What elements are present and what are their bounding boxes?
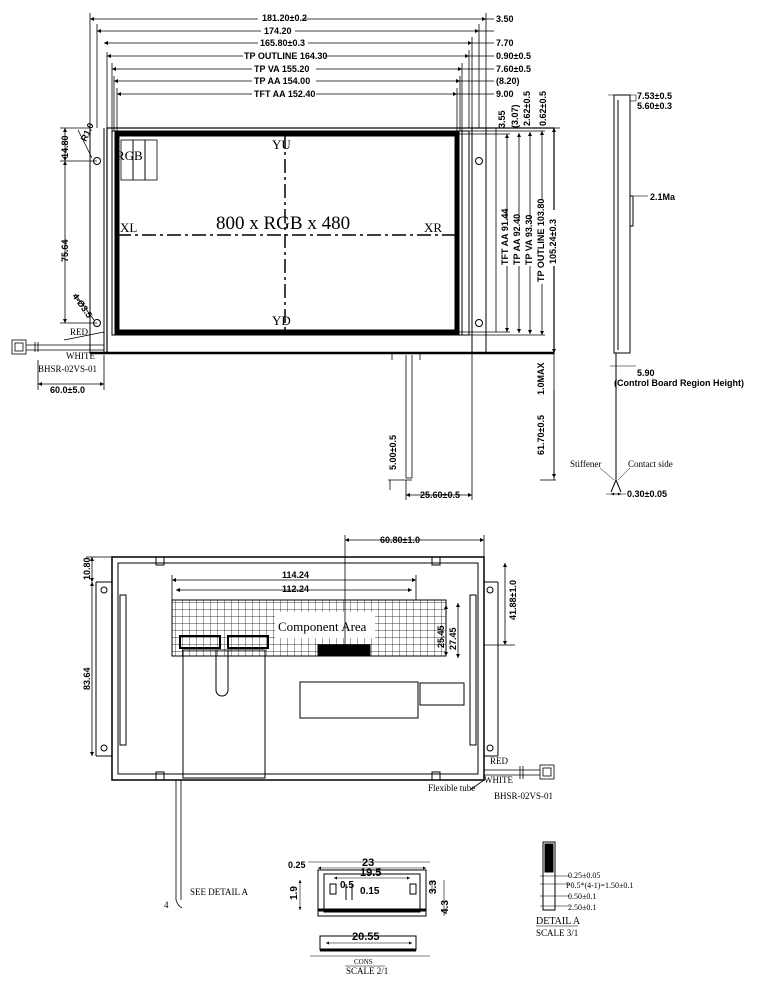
contact-side-label: Contact side bbox=[628, 459, 673, 469]
fpc-tail bbox=[388, 353, 473, 500]
see-detail-label: SEE DETAIL A bbox=[190, 887, 248, 897]
svg-text:3.55: 3.55 bbox=[497, 110, 507, 128]
front-view: RGB YU YD XL XR 800 x RGB x 480 bbox=[11, 13, 560, 500]
detail-a-dim-4: 2.50±0.1 bbox=[568, 903, 596, 912]
conn-dim-2055: 20.55 bbox=[352, 931, 380, 943]
wire-length-dim: 60.0±5.0 bbox=[50, 385, 85, 395]
back-dim-h3: 41.88±1.0 bbox=[508, 580, 518, 620]
side-view: 7.53±0.5 5.60±0.3 2.1Ma 5.90 (Control Bo… bbox=[570, 91, 744, 499]
back-dim-h2: 27.45 bbox=[448, 627, 458, 650]
svg-text:1.0MAX: 1.0MAX bbox=[536, 362, 546, 395]
svg-text:3.50: 3.50 bbox=[496, 14, 514, 24]
svg-text:TP VA 93.30: TP VA 93.30 bbox=[524, 215, 534, 265]
svg-text:75.64: 75.64 bbox=[60, 239, 70, 262]
back-view: Component Area 60.80±1.0 bbox=[82, 535, 555, 910]
detail-callout-number: 4 bbox=[164, 900, 169, 910]
back-dim-width1: 114.24 bbox=[282, 570, 309, 580]
fpc-width-dim: 25.60±0.5 bbox=[420, 490, 460, 500]
svg-text:7.60±0.5: 7.60±0.5 bbox=[496, 64, 531, 74]
back-dim-top: 10.80 bbox=[82, 557, 92, 580]
wire-harness bbox=[11, 331, 105, 390]
svg-text:7.70: 7.70 bbox=[496, 38, 514, 48]
svg-text:TFT AA 91.44: TFT AA 91.44 bbox=[500, 209, 510, 265]
svg-text:TP OUTLINE 164.30: TP OUTLINE 164.30 bbox=[244, 51, 327, 61]
side-thickness-3: 2.1Ma bbox=[650, 192, 676, 202]
conn-scale: SCALE 2/1 bbox=[346, 966, 388, 976]
side-control-height: 5.90 bbox=[637, 368, 655, 378]
top-dimension-labels: 181.20±0.2 174.20 165.80±0.3 TP OUTLINE … bbox=[243, 13, 327, 99]
conn-dim-195: 19.5 bbox=[360, 867, 381, 879]
right-top-dimension-labels: 3.50 7.70 0.90±0.5 7.60±0.5 (8.20) 9.00 bbox=[496, 14, 531, 99]
detail-a-title: DETAIL A bbox=[536, 916, 581, 927]
resolution-label: 800 x RGB x 480 bbox=[216, 213, 350, 234]
svg-text:TP AA 154.00: TP AA 154.00 bbox=[254, 76, 310, 86]
svg-text:174.20: 174.20 bbox=[264, 26, 292, 36]
svg-text:105.24±0.3: 105.24±0.3 bbox=[548, 219, 558, 264]
xr-label: XR bbox=[424, 220, 442, 235]
side-control-note: (Control Board Region Height) bbox=[614, 378, 744, 388]
svg-text:(8.20): (8.20) bbox=[496, 76, 520, 86]
back-connector-label: BHSR-02VS-01 bbox=[494, 791, 553, 801]
svg-text:14.80: 14.80 bbox=[60, 135, 70, 158]
svg-text:R1.0: R1.0 bbox=[79, 121, 96, 142]
svg-text:TP VA 155.20: TP VA 155.20 bbox=[254, 64, 309, 74]
right-vertical-dimension-labels: 3.55 (3.07) 2.62±0.5 0.62±0.5 TFT AA 91.… bbox=[388, 91, 558, 470]
conn-dim-43: 4.3 bbox=[440, 900, 451, 914]
back-dim-pitch: 83.64 bbox=[82, 667, 92, 690]
svg-text:TP AA 92.40: TP AA 92.40 bbox=[512, 214, 522, 265]
conn-title: CONS bbox=[354, 958, 373, 966]
svg-text:181.20±0.2: 181.20±0.2 bbox=[262, 13, 307, 23]
component-area-label: Component Area bbox=[278, 619, 367, 634]
svg-text:5.00±0.5: 5.00±0.5 bbox=[388, 435, 398, 470]
conn-dim-19: 1.9 bbox=[289, 886, 300, 900]
tft-active-area bbox=[114, 131, 460, 335]
module-outline bbox=[106, 127, 555, 354]
svg-text:(3.07): (3.07) bbox=[510, 104, 520, 128]
rgb-label: RGB bbox=[116, 148, 143, 163]
svg-text:165.80±0.3: 165.80±0.3 bbox=[260, 38, 305, 48]
conn-dim-015: 0.15 bbox=[360, 886, 380, 897]
svg-text:9.00: 9.00 bbox=[496, 89, 514, 99]
conn-dim-23: 23 bbox=[362, 857, 374, 869]
detail-a-scale: SCALE 3/1 bbox=[536, 928, 578, 938]
side-thickness-2: 5.60±0.3 bbox=[637, 101, 672, 111]
back-dim-offset: 60.80±1.0 bbox=[380, 535, 420, 545]
connector-detail: 0.25 23 19.5 0.5 0.15 1.9 3.3 4.3 20.55 … bbox=[288, 857, 451, 976]
back-dim-width2: 112.24 bbox=[282, 584, 309, 594]
side-thickness-1: 7.53±0.5 bbox=[637, 91, 672, 101]
svg-text:0.62±0.5: 0.62±0.5 bbox=[538, 91, 548, 126]
conn-dim-05: 0.5 bbox=[340, 880, 354, 891]
back-dim-h1: 25.45 bbox=[436, 625, 446, 648]
detail-a-dim-1: 0.25±0.05 bbox=[568, 871, 600, 880]
side-fpc-thickness: 0.30±0.05 bbox=[627, 489, 667, 499]
conn-dim-025: 0.25 bbox=[288, 860, 306, 870]
svg-text:0.90±0.5: 0.90±0.5 bbox=[496, 51, 531, 61]
detail-a-dim-3: 0.50±0.1 bbox=[568, 892, 596, 901]
detail-a-dim-2: P0.5*(4-1)=1.50±0.1 bbox=[566, 881, 633, 890]
svg-text:61.70±0.5: 61.70±0.5 bbox=[536, 415, 546, 455]
xl-label: XL bbox=[120, 220, 137, 235]
svg-text:2.62±0.5: 2.62±0.5 bbox=[522, 91, 532, 126]
flexible-tube-label: Flexible tube bbox=[428, 783, 475, 793]
right-top-dimensions bbox=[457, 18, 494, 95]
svg-text:TFT AA 152.40: TFT AA 152.40 bbox=[254, 89, 315, 99]
white-wire-label: WHITE bbox=[66, 351, 95, 361]
yu-label: YU bbox=[272, 137, 291, 152]
conn-dim-33: 3.3 bbox=[428, 880, 439, 894]
yd-label: YD bbox=[272, 313, 291, 328]
red-wire-label: RED bbox=[70, 327, 89, 337]
detail-a: 0.25±0.05 P0.5*(4-1)=1.50±0.1 0.50±0.1 2… bbox=[536, 841, 633, 938]
stiffener-label: Stiffener bbox=[570, 459, 601, 469]
connector-label: BHSR-02VS-01 bbox=[38, 364, 97, 374]
back-white-label: WHITE bbox=[484, 775, 513, 785]
back-red-label: RED bbox=[490, 756, 509, 766]
left-dimensions bbox=[60, 127, 97, 324]
svg-text:TP OUTLINE 103.80: TP OUTLINE 103.80 bbox=[536, 199, 546, 282]
svg-text:4-Ø3.5: 4-Ø3.5 bbox=[70, 291, 94, 319]
